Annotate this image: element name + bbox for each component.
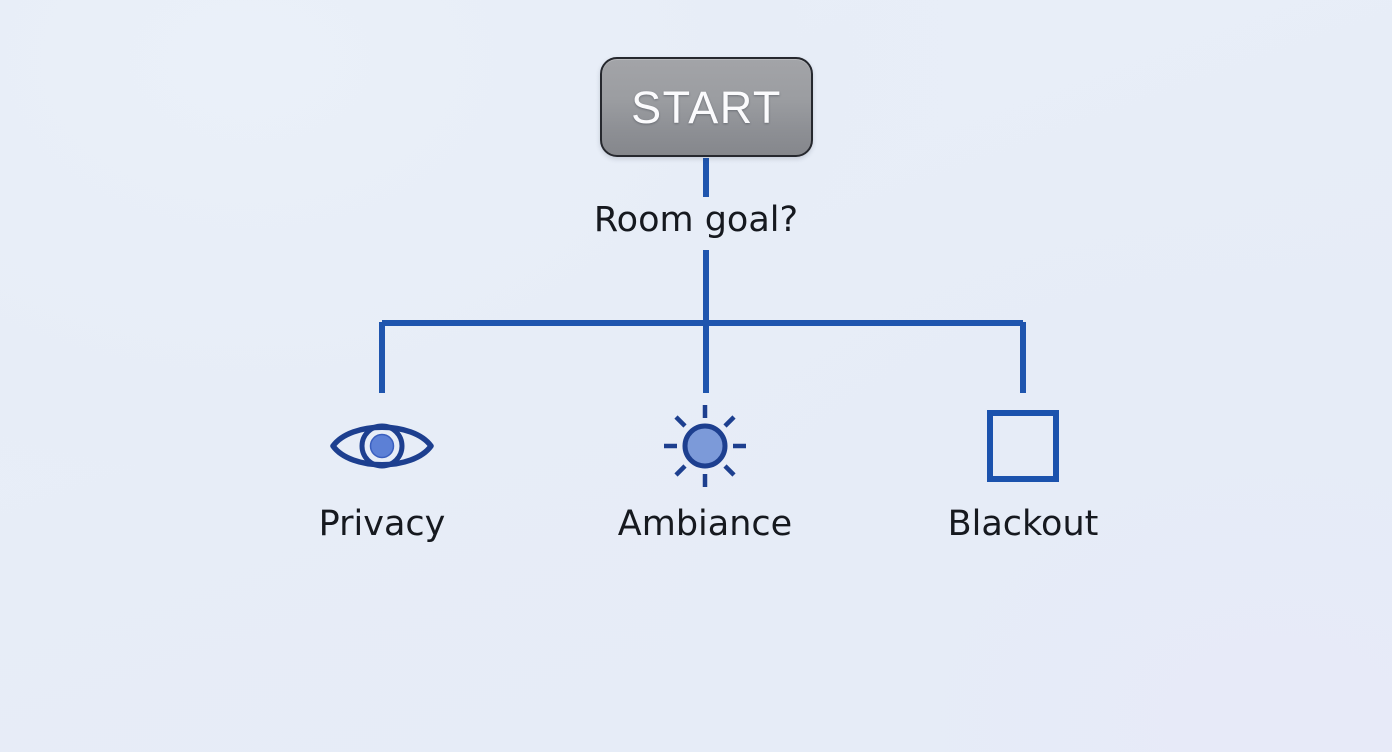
eye-icon — [330, 423, 434, 469]
branch-blackout-label: Blackout — [947, 504, 1099, 544]
start-node[interactable]: START — [600, 57, 813, 157]
branch-privacy-icon-wrap — [272, 398, 492, 494]
square-icon — [987, 410, 1059, 482]
branch-blackout[interactable]: Blackout — [913, 398, 1133, 544]
start-node-label: START — [631, 81, 782, 133]
sun-icon — [664, 405, 746, 487]
branch-ambiance-label: Ambiance — [617, 504, 793, 544]
decision-question-label: Room goal? — [593, 200, 799, 240]
branch-blackout-icon-wrap — [913, 398, 1133, 494]
branch-privacy[interactable]: Privacy — [272, 398, 492, 544]
branch-ambiance[interactable]: Ambiance — [595, 398, 815, 544]
branch-ambiance-icon-wrap — [595, 398, 815, 494]
branch-privacy-label: Privacy — [318, 504, 446, 544]
